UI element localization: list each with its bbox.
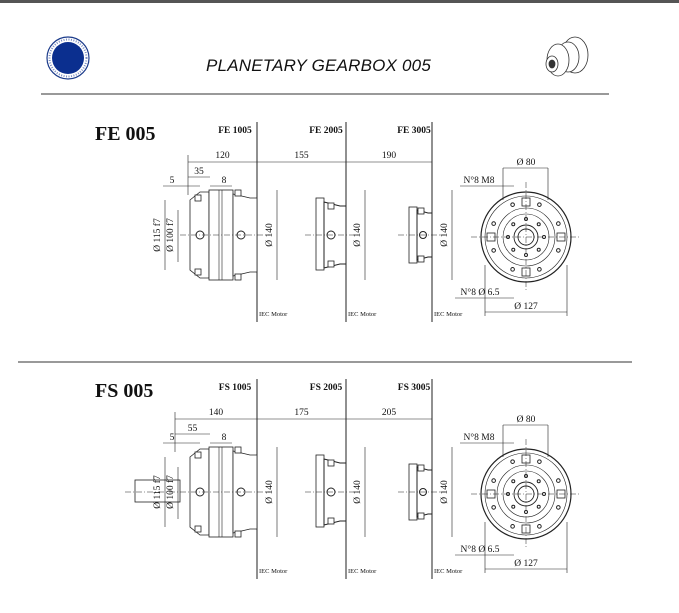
bolt-head bbox=[327, 459, 335, 467]
iec-motor-label: IEC Motor bbox=[434, 311, 463, 318]
model-label: FS 1005 bbox=[219, 383, 252, 393]
bolt-head bbox=[327, 517, 335, 525]
model-label: FE 2005 bbox=[309, 126, 343, 136]
bolt-head bbox=[194, 451, 202, 459]
bolt-head bbox=[417, 207, 425, 215]
thread-label: N°8 M8 bbox=[464, 175, 495, 186]
mounting-hole bbox=[491, 478, 496, 483]
bolt-head bbox=[327, 202, 335, 210]
bolt-head bbox=[417, 464, 425, 472]
mounting-hole bbox=[510, 267, 515, 272]
dim-small: 55 bbox=[188, 424, 198, 434]
bolt-head bbox=[194, 194, 202, 202]
bolt-head bbox=[234, 273, 242, 281]
mounting-hole bbox=[537, 459, 542, 464]
length-dimension: 205 bbox=[382, 408, 397, 418]
output-shaft bbox=[134, 479, 181, 503]
dim-8: 8 bbox=[222, 176, 227, 186]
diam-115: Ø 115 f7 bbox=[152, 475, 163, 509]
model-label: FE 3005 bbox=[397, 126, 431, 136]
thread-hole bbox=[511, 479, 516, 484]
bolt-head bbox=[234, 530, 242, 538]
length-dimension: 140 bbox=[209, 408, 224, 418]
mounting-hole bbox=[556, 505, 561, 510]
section-title: FS 005 bbox=[95, 380, 153, 402]
length-dimension: 155 bbox=[294, 151, 309, 161]
dim-8: 8 bbox=[222, 433, 227, 443]
thread-hole bbox=[511, 247, 516, 252]
pilot-diameter: Ø 80 bbox=[517, 415, 536, 425]
thread-hole bbox=[536, 247, 541, 252]
thread-hole bbox=[536, 504, 541, 509]
iec-motor-label: IEC Motor bbox=[348, 311, 377, 318]
pcd-diameter: Ø 127 bbox=[514, 302, 538, 312]
diam-100: Ø 100 f7 bbox=[165, 475, 176, 509]
thread-hole bbox=[536, 479, 541, 484]
mounting-hole bbox=[556, 221, 561, 226]
mounting-hole bbox=[510, 202, 515, 207]
bolt-head bbox=[417, 512, 425, 520]
iec-motor-label: IEC Motor bbox=[434, 568, 463, 575]
mounting-hole bbox=[537, 202, 542, 207]
output-flange bbox=[315, 454, 325, 528]
mounting-hole bbox=[537, 524, 542, 529]
bolt-head bbox=[327, 260, 335, 268]
bolt-head bbox=[194, 268, 202, 276]
length-dimension: 175 bbox=[294, 408, 309, 418]
holes-label: N°8 Ø 6.5 bbox=[461, 544, 500, 555]
pcd-diameter: Ø 127 bbox=[514, 559, 538, 569]
mounting-hole bbox=[491, 248, 496, 253]
thread-hole bbox=[511, 222, 516, 227]
bolt-head bbox=[234, 446, 242, 454]
page-title: PLANETARY GEARBOX 005 bbox=[206, 56, 431, 75]
thread-hole bbox=[536, 222, 541, 227]
thread-label: N°8 M8 bbox=[464, 432, 495, 443]
pilot-diameter: Ø 80 bbox=[517, 158, 536, 168]
mounting-hole bbox=[510, 524, 515, 529]
model-label: FS 3005 bbox=[398, 383, 431, 393]
diam-140: Ø 140 bbox=[265, 480, 275, 504]
bolt-head bbox=[194, 525, 202, 533]
mounting-hole bbox=[537, 267, 542, 272]
length-dimension: 120 bbox=[215, 151, 230, 161]
holes-label: N°8 Ø 6.5 bbox=[461, 287, 500, 298]
output-flange bbox=[315, 197, 325, 271]
diam-100: Ø 100 f7 bbox=[165, 218, 176, 252]
section-title: FE 005 bbox=[95, 123, 156, 145]
iec-motor-label: IEC Motor bbox=[348, 568, 377, 575]
dim-5: 5 bbox=[170, 176, 175, 186]
mounting-hole bbox=[491, 505, 496, 510]
mounting-hole bbox=[556, 478, 561, 483]
length-dimension: 190 bbox=[382, 151, 397, 161]
dim-5: 5 bbox=[170, 433, 175, 443]
company-seal-logo bbox=[46, 36, 90, 80]
iec-motor-label: IEC Motor bbox=[259, 568, 288, 575]
mounting-hole bbox=[510, 459, 515, 464]
gearbox-illustration bbox=[545, 36, 589, 77]
mounting-hole bbox=[491, 221, 496, 226]
thread-hole bbox=[511, 504, 516, 509]
diam-140: Ø 140 bbox=[265, 223, 275, 247]
mounting-hole bbox=[556, 248, 561, 253]
top-border bbox=[0, 0, 679, 3]
diam-115: Ø 115 f7 bbox=[152, 218, 163, 252]
model-label: FS 2005 bbox=[310, 383, 343, 393]
model-label: FE 1005 bbox=[218, 126, 252, 136]
dim-small: 35 bbox=[194, 167, 204, 177]
bolt-head bbox=[234, 189, 242, 197]
bolt-head bbox=[417, 255, 425, 263]
iec-motor-label: IEC Motor bbox=[259, 311, 288, 318]
